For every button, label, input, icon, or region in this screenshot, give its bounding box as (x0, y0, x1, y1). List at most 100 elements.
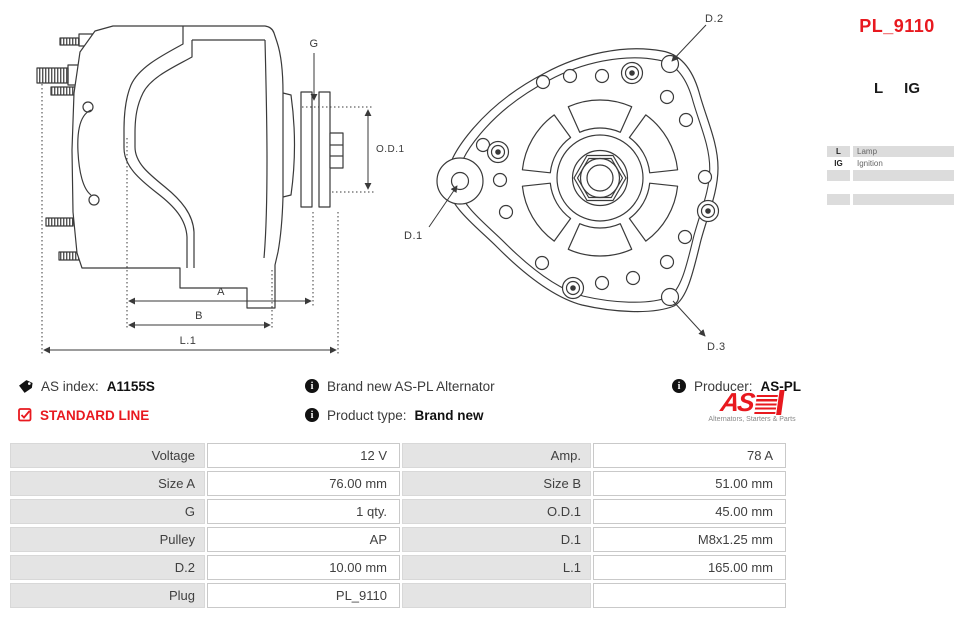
info-icon: i (305, 379, 319, 393)
product-type-label: Product type: (327, 407, 407, 423)
dim-label-b: B (195, 310, 203, 322)
terminal-legend: L Lamp IG Ignition (827, 146, 954, 206)
dim-label-d2: D.2 (705, 13, 724, 25)
dim-label-l1: L.1 (180, 335, 197, 347)
leader-d1 (428, 185, 458, 228)
table-row: D.2 10.00 mm L.1 165.00 mm (10, 555, 786, 580)
legend-label: Ignition (857, 159, 883, 168)
spec-value: 45.00 mm (593, 499, 786, 524)
producer-value: AS-PL (760, 378, 802, 394)
shaft-hub (556, 134, 644, 222)
checkbox-checked-icon (18, 408, 32, 422)
spec-label (402, 583, 591, 608)
dim-label-d3: D.3 (707, 341, 726, 353)
producer-label: Producer: (694, 378, 753, 394)
shaft-nut-hex (573, 154, 627, 202)
part-number: PL_9110 (859, 16, 935, 36)
standard-line-item: STANDARD LINE (18, 406, 149, 424)
stator-right-line (263, 39, 268, 259)
table-row: G 1 qty. O.D.1 45.00 mm (10, 499, 786, 524)
as-index-label: AS index: (41, 378, 99, 394)
spec-value: 1 qty. (207, 499, 400, 524)
dim-label-a: A (217, 286, 225, 298)
spec-value (593, 583, 786, 608)
hole-d3 (660, 287, 680, 307)
as-pl-logo-caption: Alternators, Starters & Parts (708, 416, 796, 423)
spec-label: L.1 (402, 555, 591, 580)
as-index-item: AS index: A1155S (18, 377, 155, 395)
pulley-flange-rear (300, 91, 313, 208)
terminal-ig: IG (904, 80, 920, 97)
spec-value: 12 V (207, 443, 400, 468)
legend-label (853, 170, 954, 181)
legend-label (853, 194, 954, 205)
pulley-flange-front (318, 91, 331, 208)
front-bracket-inner-curve (134, 40, 195, 268)
as-pl-logo-stripes (754, 395, 778, 414)
standard-line-badge: STANDARD LINE (40, 407, 150, 423)
bolt-thread (50, 86, 77, 96)
legend-code: L (827, 146, 850, 157)
product-description: Brand new AS-PL Alternator (327, 378, 495, 394)
side-view-dim-labels: G O.D.1 A B L.1 (180, 38, 405, 347)
spec-label: Amp. (402, 443, 591, 468)
product-description-item: i Brand new AS-PL Alternator (305, 377, 495, 395)
as-pl-logo-bar (776, 390, 785, 415)
legend-code (827, 170, 850, 181)
hole-d2 (660, 54, 680, 74)
front-view-drawing (436, 48, 720, 313)
spec-value: 78 A (593, 443, 786, 468)
table-row: Size A 76.00 mm Size B 51.00 mm (10, 471, 786, 496)
legend-code: IG (834, 159, 843, 168)
side-view-dimensions (41, 53, 374, 356)
front-view-dim-labels: D.2 D.1 D.3 (404, 13, 726, 353)
spec-table: Voltage 12 V Amp. 78 A Size A 76.00 mm S… (10, 443, 786, 611)
as-pl-logo-text: AS (718, 387, 756, 417)
spec-label: D.2 (10, 555, 205, 580)
table-row: Pulley AP D.1 M8x1.25 mm (10, 527, 786, 552)
as-pl-logo: AS Alternators, Starters & Parts (704, 387, 800, 423)
rear-casting-line (77, 109, 92, 196)
leader-d3 (672, 300, 706, 337)
spec-label: Size A (10, 471, 205, 496)
terminal-knob (82, 101, 94, 113)
table-row: Voltage 12 V Amp. 78 A (10, 443, 786, 468)
spec-value: PL_9110 (207, 583, 400, 608)
spec-value: 10.00 mm (207, 555, 400, 580)
legend-code (827, 182, 850, 193)
tag-icon (19, 379, 33, 393)
as-index-value: A1155S (106, 378, 155, 394)
spec-value: 165.00 mm (593, 555, 786, 580)
dim-label-g: G (309, 38, 318, 50)
product-type-value: Brand new (414, 407, 484, 423)
legend-row: L Lamp (827, 146, 954, 157)
spec-value: 51.00 mm (593, 471, 786, 496)
alternator-side-outline (71, 25, 284, 309)
bolt-thread (36, 67, 69, 84)
vent-holes (475, 68, 713, 291)
side-view-drawing (36, 25, 344, 309)
front-bracket-curve (123, 26, 188, 268)
spec-label: Pulley (10, 527, 205, 552)
product-type-item: i Product type: Brand new (305, 406, 484, 424)
vent-slots (521, 99, 679, 257)
spec-value: M8x1.25 mm (593, 527, 786, 552)
rivets (486, 61, 720, 300)
table-row: Plug PL_9110 (10, 583, 786, 608)
front-view-leaders (428, 24, 707, 337)
spec-label: G (10, 499, 205, 524)
terminal-l: L (873, 80, 884, 97)
slip-ring-boss (282, 92, 296, 198)
dim-label-d1: D.1 (404, 230, 423, 242)
info-icon: i (305, 408, 319, 422)
spec-label: O.D.1 (402, 499, 591, 524)
spec-label: Plug (10, 583, 205, 608)
legend-label: Lamp (853, 146, 954, 157)
terminal-knob (88, 194, 100, 206)
legend-code (827, 194, 850, 205)
bolt-thread (45, 217, 74, 227)
technical-drawings: G O.D.1 A B L.1 (36, 13, 726, 356)
legend-row (827, 170, 954, 181)
as-pl-logo-mark: AS (704, 387, 800, 417)
